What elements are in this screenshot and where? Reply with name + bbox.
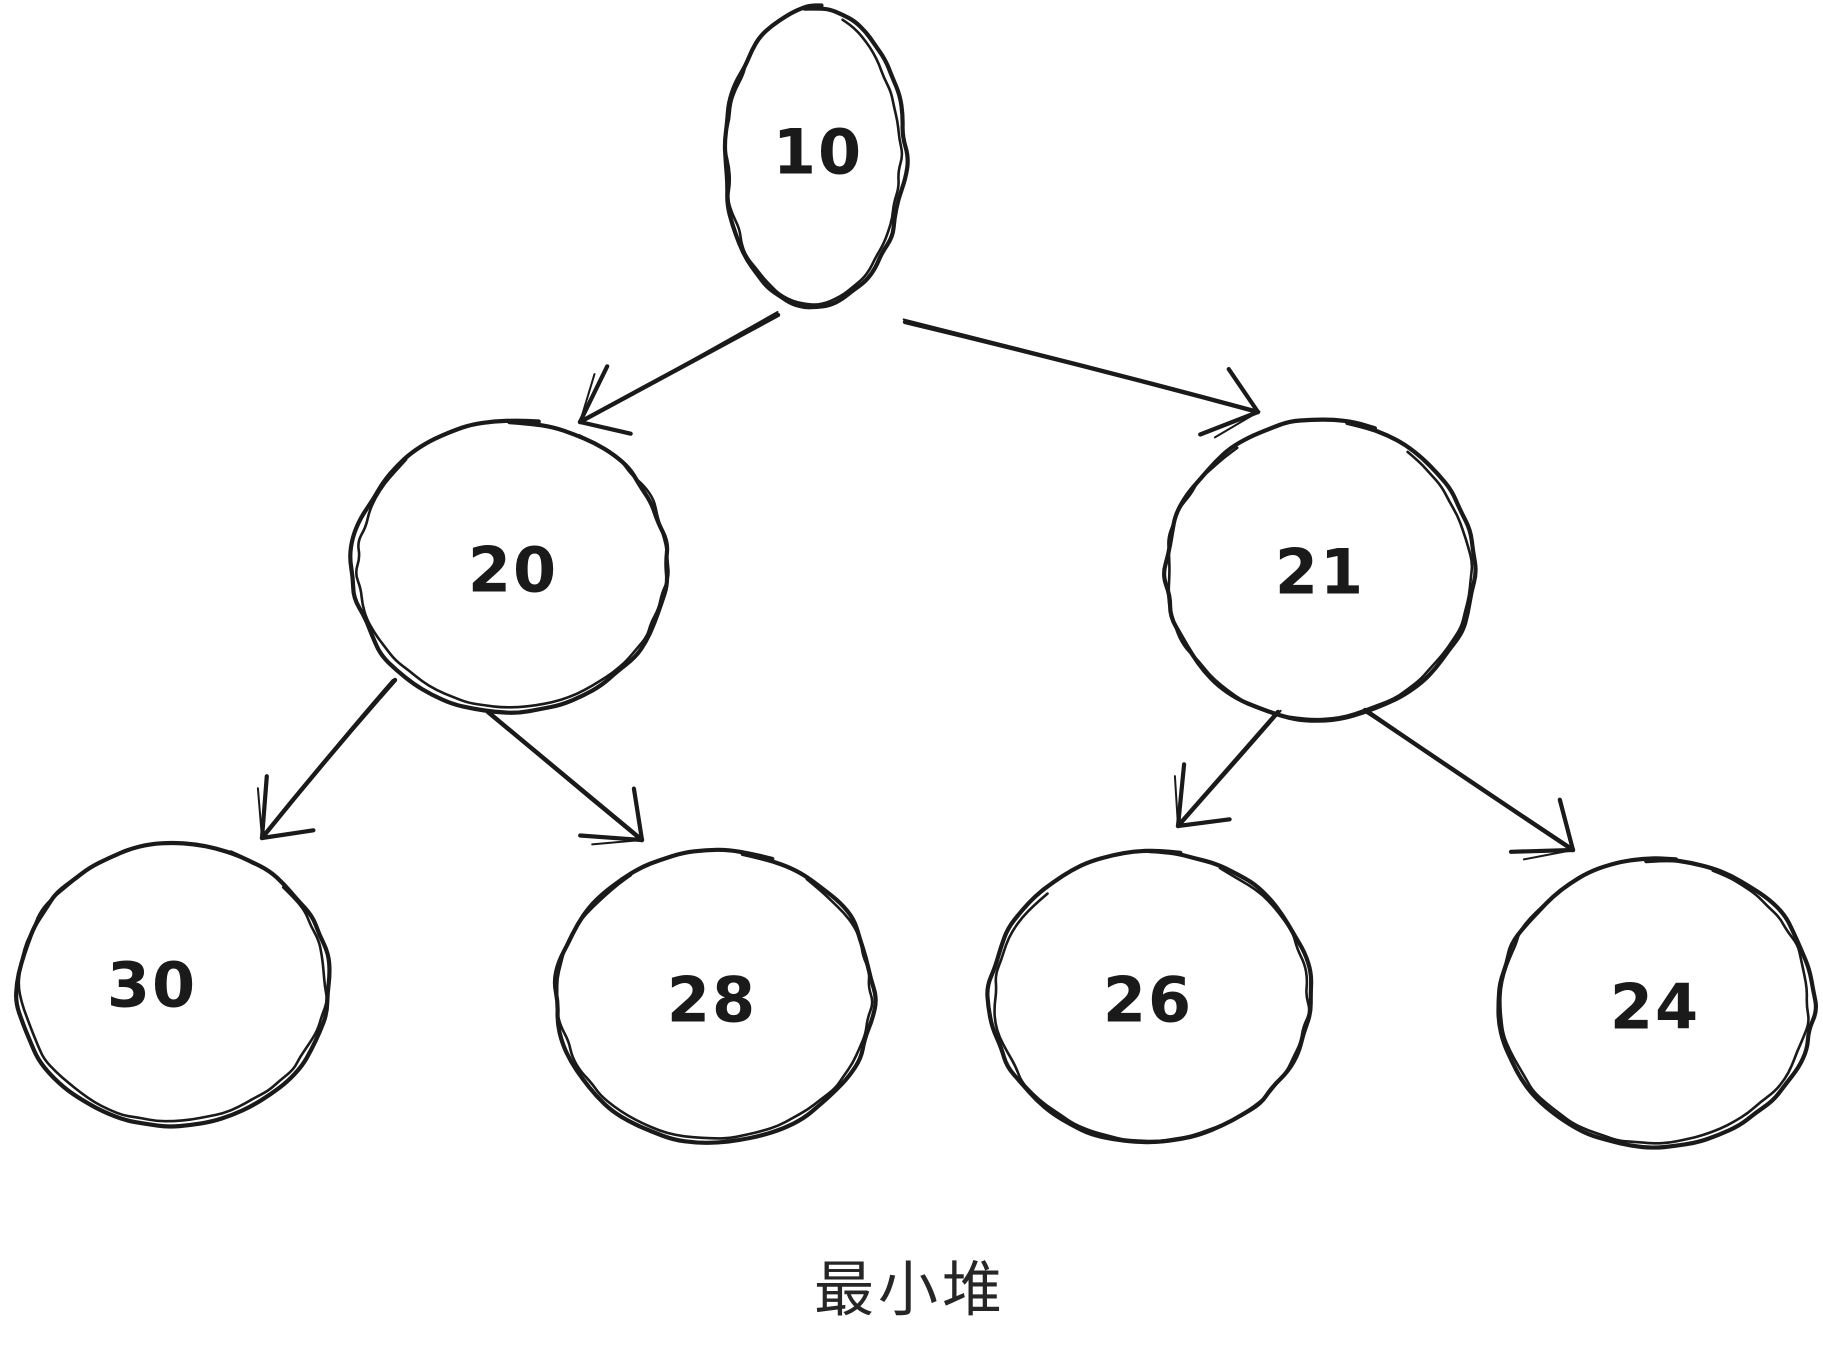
arrowhead-barb-left-overdraw	[1173, 775, 1179, 827]
node-label-26: 26	[1102, 963, 1194, 1037]
node-label-30: 30	[106, 948, 198, 1022]
node-outline-overdraw-21	[1167, 446, 1474, 721]
edge-shaft	[902, 319, 1261, 415]
node-layer	[14, 3, 1819, 1150]
arrowhead-barb-right	[1557, 797, 1576, 853]
edge-shaft-overdraw	[1362, 709, 1575, 852]
node-outline-overdraw-30	[17, 853, 328, 1123]
arrowhead-barb-left	[1508, 847, 1576, 854]
arrowhead-barb-left-overdraw	[1522, 849, 1574, 861]
node-label-21: 21	[1274, 535, 1366, 609]
arrowhead-barb-right	[577, 419, 633, 436]
arrowhead-barb-left-overdraw	[1213, 411, 1259, 439]
arrowhead-barb-right	[259, 828, 316, 841]
arrowhead-barb-left	[259, 774, 269, 841]
node-outline-28	[552, 847, 878, 1145]
tree-edge-root-to-left	[577, 311, 781, 436]
tree-node-24[interactable]	[1496, 856, 1819, 1150]
node-outline-overdraw-28	[555, 873, 874, 1140]
arrowhead-barb-right	[1175, 817, 1232, 829]
node-label-28: 28	[666, 963, 758, 1037]
edge-shaft-overdraw	[1178, 709, 1282, 827]
edge-layer	[256, 311, 1576, 861]
node-outline-20	[348, 418, 670, 715]
arrowhead-barb-left	[577, 364, 610, 425]
arrowhead-barb-left	[1198, 409, 1261, 437]
node-outline-overdraw-20	[355, 434, 670, 709]
node-outline-10	[722, 3, 910, 310]
edge-shaft-overdraw	[489, 712, 643, 843]
tree-node-21[interactable]	[1162, 417, 1478, 723]
tree-edge-root-to-right	[902, 318, 1261, 439]
arrowhead-barb-left-overdraw	[256, 787, 263, 839]
node-label-24: 24	[1609, 970, 1701, 1044]
tree-node-28[interactable]	[552, 847, 878, 1145]
tree-edge-left-to-lr	[485, 709, 645, 846]
node-label-20: 20	[467, 533, 559, 607]
tree-edge-left-to-ll	[256, 677, 398, 841]
edge-shaft-overdraw	[263, 678, 394, 839]
node-outline-overdraw-26	[993, 866, 1311, 1143]
tree-edge-right-to-rl	[1173, 709, 1282, 829]
arrowhead-barb-left-overdraw	[579, 373, 596, 423]
arrowhead-barb-left	[1175, 762, 1187, 829]
edge-shaft-overdraw	[578, 311, 779, 424]
tree-edge-right-to-rr	[1362, 707, 1576, 861]
arrowhead-barb-left	[578, 833, 645, 843]
diagram-caption: 最小堆	[814, 1255, 1006, 1326]
arrowhead-barb-left-overdraw	[591, 839, 643, 846]
edge-shaft-overdraw	[902, 318, 1261, 413]
node-label-10: 10	[772, 115, 864, 189]
tree-node-30[interactable]	[14, 840, 332, 1129]
node-outline-overdraw-10	[723, 18, 904, 306]
tree-node-10[interactable]	[722, 3, 910, 310]
node-outline-overdraw-24	[1499, 869, 1810, 1145]
arrowhead-barb-right	[1226, 367, 1261, 415]
tree-node-26[interactable]	[985, 848, 1314, 1145]
tree-node-20[interactable]	[348, 418, 670, 715]
arrowhead-barb-right	[631, 786, 645, 843]
